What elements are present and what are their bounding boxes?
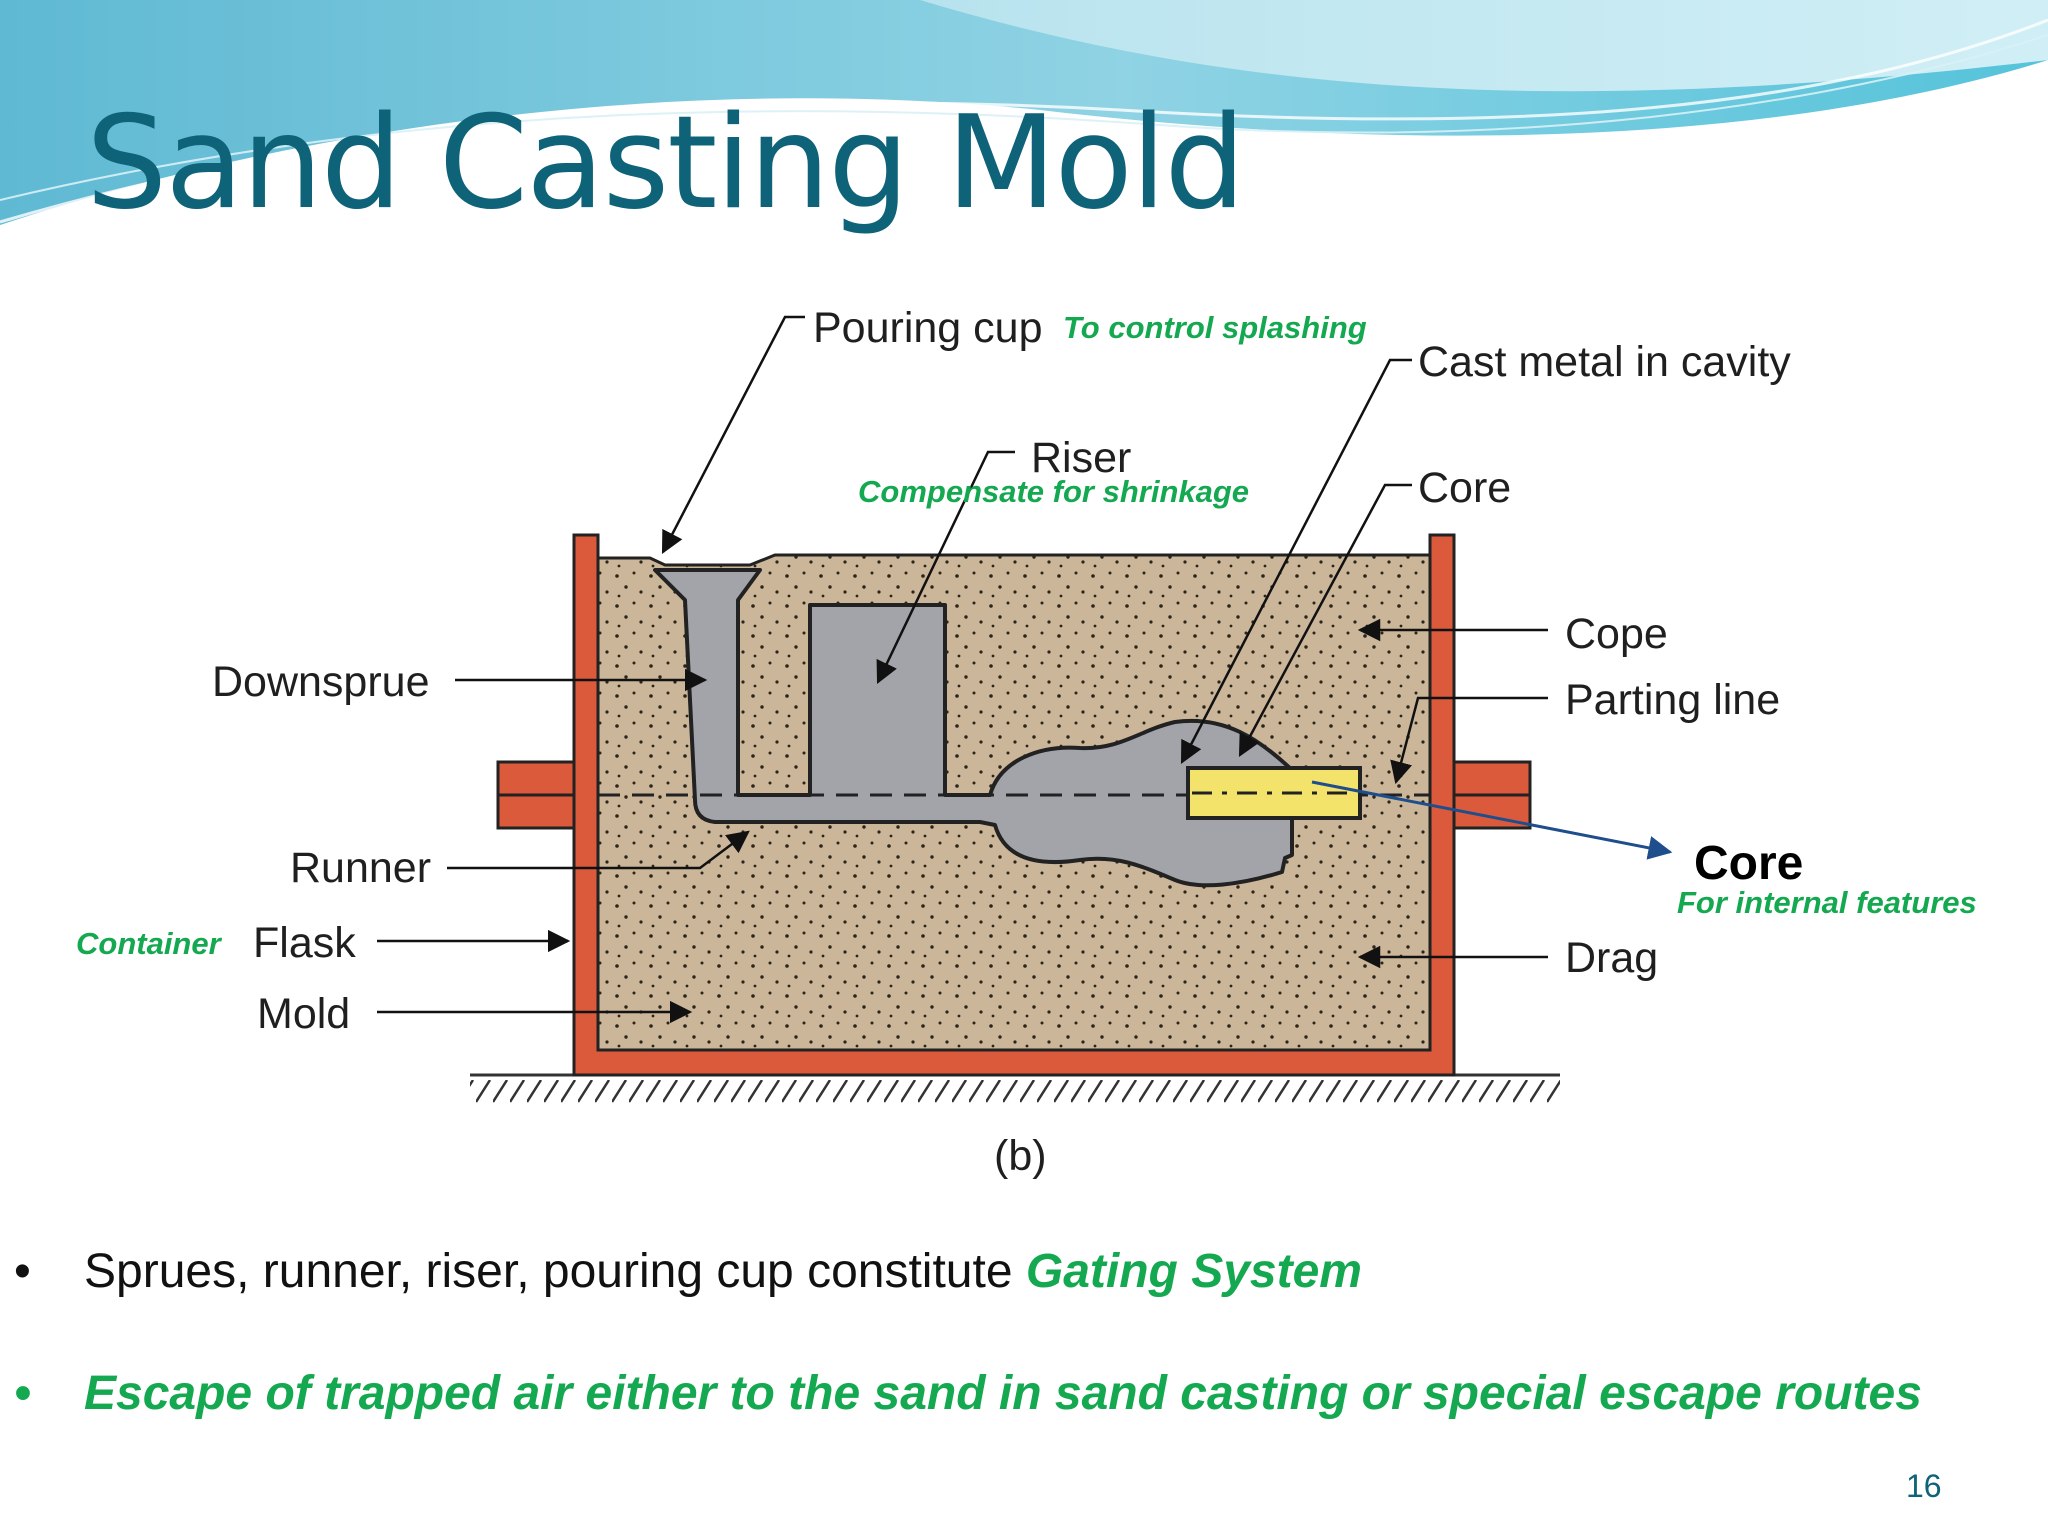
core-annotation-arrow	[1311, 780, 1673, 860]
note-pouring-cup: To control splashing	[1063, 310, 1367, 345]
bullet-item: • Escape of trapped air either to the san…	[14, 1366, 1922, 1421]
bullet-highlight: Gating System	[1025, 1245, 1362, 1298]
ground-hatching	[470, 1073, 1560, 1103]
note-core-title: Core	[1694, 837, 1803, 890]
page-title: Sand Casting Mold	[86, 89, 1246, 238]
label-drag: Drag	[1565, 934, 1658, 982]
bullet-glyph: •	[14, 1245, 31, 1298]
label-parting-line: Parting line	[1565, 676, 1780, 724]
bullet-glyph: •	[14, 1367, 31, 1420]
note-core: For internal features	[1677, 885, 1977, 920]
cast-metal-gating-system	[653, 568, 1294, 888]
bullet-text: Sprues, runner, riser, pouring cup const…	[84, 1245, 1026, 1298]
figure-label: (b)	[994, 1132, 1047, 1180]
label-runner: Runner	[290, 844, 431, 892]
leader-lines	[377, 315, 1548, 1024]
header-wave-decoration	[0, 0, 2048, 225]
label-downsprue: Downsprue	[212, 658, 430, 706]
label-riser: Riser	[1031, 434, 1131, 482]
bullet-item: • Sprues, runner, riser, pouring cup cons…	[14, 1244, 1362, 1299]
label-cope: Cope	[1565, 610, 1668, 658]
label-flask: Flask	[253, 919, 356, 967]
bullet-text: Escape of trapped air either to the sand…	[84, 1367, 1922, 1420]
label-pouring-cup: Pouring cup	[813, 304, 1043, 352]
note-riser: Compensate for shrinkage	[858, 474, 1249, 509]
label-cast-metal-in-cavity: Cast metal in cavity	[1418, 338, 1791, 386]
page-number: 16	[1906, 1468, 1942, 1504]
label-core: Core	[1418, 464, 1511, 512]
note-flask: Container	[76, 926, 223, 961]
label-mold: Mold	[257, 990, 350, 1038]
